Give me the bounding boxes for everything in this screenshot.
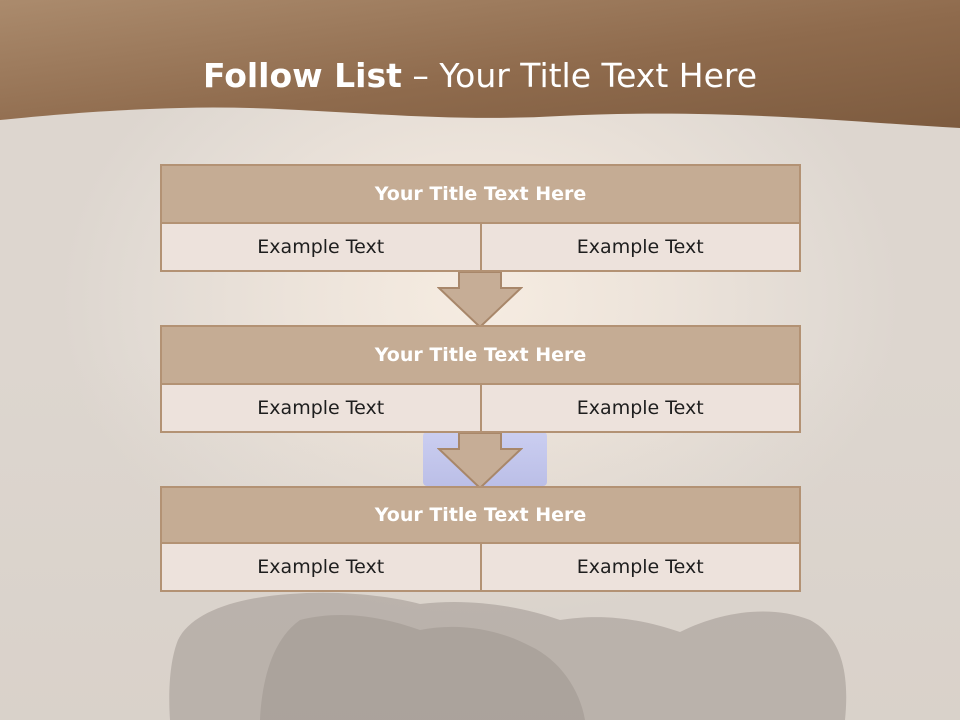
block-title: Your Title Text Here <box>162 488 799 544</box>
list-block-2: Your Title Text Here Example Text Exampl… <box>160 325 801 433</box>
down-arrow-icon <box>437 271 523 329</box>
header-banner <box>0 0 960 128</box>
block-row: Example Text Example Text <box>162 385 799 431</box>
block-row: Example Text Example Text <box>162 224 799 270</box>
list-block-3: Your Title Text Here Example Text Exampl… <box>160 486 801 592</box>
background-rocks <box>169 592 847 720</box>
block-cell-left: Example Text <box>257 397 385 419</box>
block-cell-left: Example Text <box>257 556 385 578</box>
list-block-1: Your Title Text Here Example Text Exampl… <box>160 164 801 272</box>
block-cell-right: Example Text <box>479 385 800 431</box>
block-row: Example Text Example Text <box>162 544 799 590</box>
slide-title-bold: Follow List <box>202 56 402 95</box>
block-cell-right: Example Text <box>479 544 800 590</box>
block-title: Your Title Text Here <box>162 166 799 224</box>
slide-title-rest: – Your Title Text Here <box>401 56 758 95</box>
down-arrow-icon <box>437 432 523 490</box>
slide-title: Follow List – Your Title Text Here <box>0 56 960 95</box>
block-cell-left: Example Text <box>257 236 385 258</box>
block-title: Your Title Text Here <box>162 327 799 385</box>
block-cell-right: Example Text <box>479 224 800 270</box>
